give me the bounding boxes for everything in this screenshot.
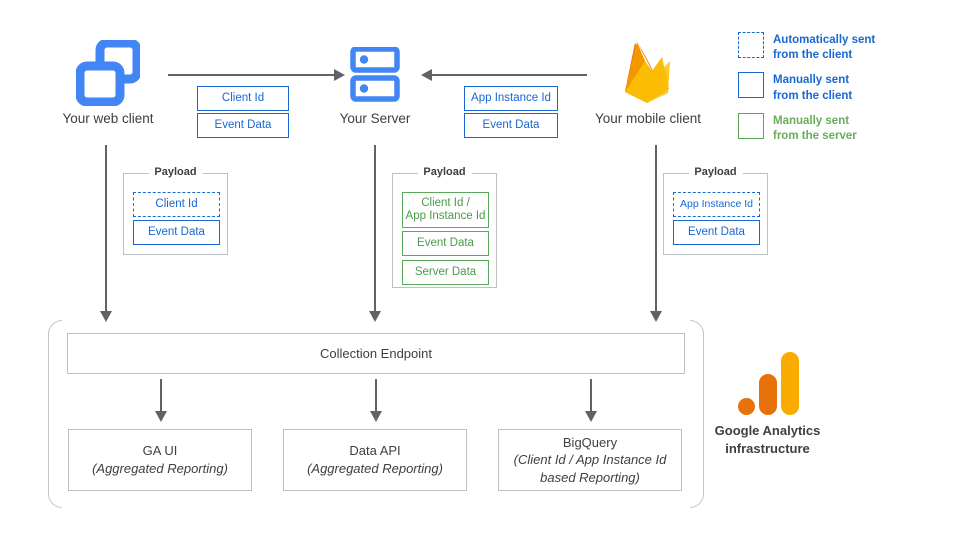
collection-endpoint-box[interactable]: Collection Endpoint bbox=[67, 333, 685, 374]
payload-server-title: Payload bbox=[417, 166, 472, 178]
output-bigquery-subtitle: (Client Id / App Instance Id based Repor… bbox=[513, 452, 667, 485]
google-analytics-logo bbox=[735, 352, 801, 415]
ga-infrastructure-label: Google Analytics infrastructure bbox=[714, 423, 821, 456]
arrow-endpoint-to-bigquery-line bbox=[589, 379, 593, 413]
payload-server: Payload Client Id / App Instance Id Even… bbox=[392, 166, 497, 288]
arrow-server-to-endpoint-head bbox=[368, 311, 381, 322]
legend-item-auto-client: Automatically sent from the client bbox=[738, 32, 938, 63]
legend-item-manual-client: Manually sent from the client bbox=[738, 72, 938, 103]
server-label: Your Server bbox=[339, 111, 411, 126]
transport-web-event-data: Event Data bbox=[197, 113, 289, 138]
arrow-mobile-to-endpoint-line bbox=[654, 145, 658, 313]
arrow-endpoint-to-ga-ui-line bbox=[159, 379, 163, 413]
arrow-mobile-to-endpoint-head bbox=[649, 311, 662, 322]
transport-mobile-event-data: Event Data bbox=[464, 113, 558, 138]
arrow-web-to-server-head bbox=[334, 69, 345, 82]
arrow-web-to-server-line bbox=[168, 74, 336, 77]
payload-web: Payload Client Id Event Data bbox=[123, 166, 228, 255]
ga-logo-bar-medium bbox=[759, 374, 777, 415]
firebase-flame-icon bbox=[618, 37, 678, 107]
payload-web-item-event-data: Event Data bbox=[133, 220, 220, 245]
payload-server-item-ids: Client Id / App Instance Id bbox=[402, 192, 489, 228]
arrow-mobile-to-server-line bbox=[432, 74, 587, 77]
payload-server-item-server-data: Server Data bbox=[402, 260, 489, 285]
legend-label-auto-client: Automatically sent from the client bbox=[773, 34, 876, 62]
mobile-client-label: Your mobile client bbox=[594, 111, 702, 126]
output-data-api-title: Data API bbox=[349, 443, 401, 459]
payload-mobile: Payload App Instance Id Event Data bbox=[663, 166, 768, 255]
ga-infrastructure-bracket-right bbox=[690, 320, 704, 508]
legend-label-manual-client: Manually sent from the client bbox=[773, 74, 853, 102]
payload-web-title: Payload bbox=[148, 166, 203, 178]
browser-windows-icon bbox=[75, 38, 142, 107]
arrow-server-to-endpoint-line bbox=[373, 145, 377, 313]
collection-endpoint-label: Collection Endpoint bbox=[319, 345, 433, 361]
arrow-endpoint-to-ga-ui-head bbox=[154, 411, 167, 422]
arrow-mobile-to-server-head bbox=[421, 69, 432, 82]
output-data-api-subtitle: (Aggregated Reporting) bbox=[307, 461, 443, 476]
payload-mobile-item-app-instance-id: App Instance Id bbox=[673, 192, 760, 217]
payload-mobile-item-event-data: Event Data bbox=[673, 220, 760, 245]
output-bigquery-title: BigQuery bbox=[562, 434, 618, 450]
output-ga-ui-title: GA UI bbox=[142, 443, 178, 459]
legend-swatch-solid-blue bbox=[738, 72, 764, 99]
legend-label-manual-server: Manually sent from the server bbox=[773, 114, 857, 142]
payload-mobile-title: Payload bbox=[688, 166, 743, 178]
legend-swatch-solid-green bbox=[738, 112, 764, 139]
ga-infrastructure-bracket bbox=[48, 320, 62, 508]
ga-logo-dot bbox=[738, 398, 755, 415]
legend-swatch-dashed-blue bbox=[738, 32, 764, 58]
arrow-endpoint-to-bigquery-head bbox=[584, 411, 597, 422]
payload-web-item-client-id: Client Id bbox=[133, 192, 220, 217]
ga-logo-bar-tall bbox=[781, 352, 799, 415]
arrow-web-to-endpoint-line bbox=[104, 145, 108, 313]
arrow-web-to-endpoint-head bbox=[99, 311, 112, 322]
transport-web-client-id: Client Id bbox=[197, 86, 289, 111]
transport-mobile-app-instance-id: App Instance Id bbox=[464, 86, 558, 111]
output-box-data-api[interactable]: Data API (Aggregated Reporting) bbox=[283, 429, 467, 491]
arrow-endpoint-to-data-api-line bbox=[374, 379, 378, 413]
payload-server-item-event-data: Event Data bbox=[402, 231, 489, 256]
legend: Automatically sent from the client Manua… bbox=[738, 32, 938, 144]
web-client-label: Your web client bbox=[62, 111, 154, 126]
output-ga-ui-subtitle: (Aggregated Reporting) bbox=[92, 461, 228, 476]
output-box-bigquery[interactable]: BigQuery (Client Id / App Instance Id ba… bbox=[498, 429, 682, 491]
legend-item-manual-server: Manually sent from the server bbox=[738, 112, 938, 144]
output-box-ga-ui[interactable]: GA UI (Aggregated Reporting) bbox=[68, 429, 252, 491]
server-racks-icon bbox=[350, 46, 400, 103]
arrow-endpoint-to-data-api-head bbox=[369, 411, 382, 422]
